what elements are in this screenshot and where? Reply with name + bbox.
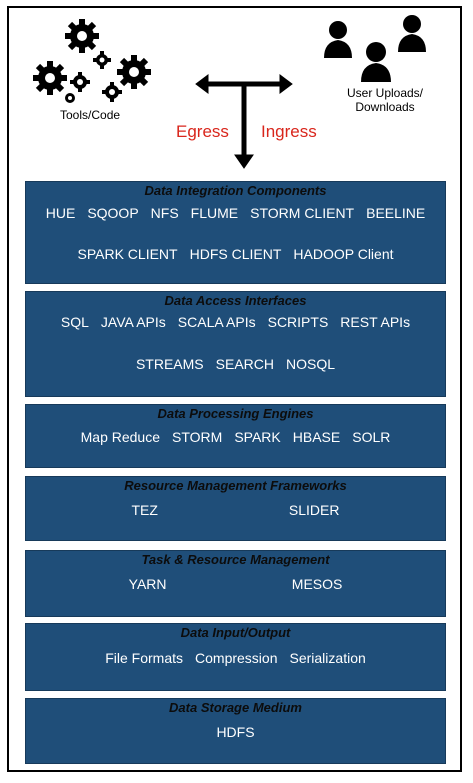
component-label: YARN (128, 576, 167, 592)
component-label: STORM (172, 429, 223, 445)
layer-title: Resource Management Frameworks (124, 478, 347, 493)
component-label: NFS (150, 205, 179, 221)
layer-component-row: HDFS (26, 721, 445, 743)
layer-title: Data Integration Components (144, 183, 327, 198)
component-label: SCRIPTS (267, 314, 329, 330)
component-label: STREAMS (135, 356, 204, 372)
component-label: SEARCH (215, 356, 275, 372)
layer-title: Data Input/Output (180, 625, 291, 640)
component-label: SPARK (234, 429, 281, 445)
layer-component-row: SPARK CLIENT HDFS CLIENT HADOOP Client (26, 243, 445, 265)
layer-component-row: STREAMS SEARCH NOSQL (26, 353, 445, 375)
component-label: HDFS CLIENT (189, 246, 282, 262)
component-label: MESOS (291, 576, 343, 592)
users-icon (324, 15, 426, 82)
component-label: File Formats (105, 650, 184, 666)
layer-title: Task & Resource Management (141, 552, 330, 567)
component-label: SCALA APIs (177, 314, 256, 330)
user-uploads-line1: User Uploads/ (346, 86, 424, 100)
user-uploads-label: User Uploads/ Downloads (336, 86, 434, 114)
user-uploads-line2: Downloads (355, 100, 415, 114)
component-label: TEZ (131, 502, 158, 518)
layer-title: Data Processing Engines (157, 406, 314, 421)
layer-component-row: TEZ SLIDER (26, 499, 445, 521)
component-label: Map Reduce (80, 429, 161, 445)
component-label: SLIDER (288, 502, 340, 518)
component-label: STORM CLIENT (250, 205, 355, 221)
ingress-label: Ingress (261, 122, 317, 141)
gears-icon (33, 19, 151, 103)
layer-component-row: YARN MESOS (26, 573, 445, 595)
component-label: SQL (60, 314, 89, 330)
component-label: HUE (45, 205, 76, 221)
component-label: Serialization (289, 650, 366, 666)
layer-title: Data Access Interfaces (164, 293, 307, 308)
tools-code-label: Tools/Code (60, 108, 121, 122)
component-label: SQOOP (87, 205, 139, 221)
component-label: FLUME (190, 205, 239, 221)
layer-component-row: File Formats Compression Serialization (26, 647, 445, 669)
component-label: BEELINE (366, 205, 426, 221)
top-section: Tools/Code User Uploads/ Downloads Egres… (0, 0, 473, 178)
component-label: REST APIs (340, 314, 411, 330)
layer-component-row: Map Reduce STORM SPARK HBASE SOLR (26, 426, 445, 448)
component-label: SPARK CLIENT (77, 246, 178, 262)
component-label: Compression (195, 650, 278, 666)
egress-label: Egress (176, 122, 229, 141)
component-label: HDFS (216, 724, 255, 740)
component-label: HADOOP Client (293, 246, 394, 262)
component-label: JAVA APIs (100, 314, 166, 330)
layer-component-row: HUE SQOOP NFS FLUME STORM CLIENT BEELINE (26, 202, 445, 224)
component-label: SOLR (352, 429, 391, 445)
component-label: NOSQL (286, 356, 336, 372)
component-label: HBASE (292, 429, 341, 445)
layer-title: Data Storage Medium (169, 700, 302, 715)
top-graphics (33, 15, 426, 169)
flow-arrows-icon (195, 74, 293, 169)
layer-component-row: SQL JAVA APIs SCALA APIs SCRIPTS REST APIs (26, 311, 445, 333)
